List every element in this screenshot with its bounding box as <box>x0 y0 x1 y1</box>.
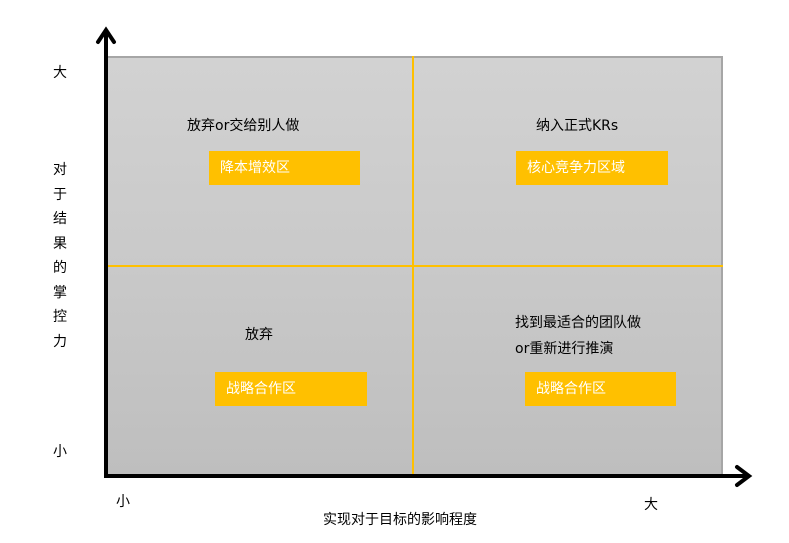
y-axis-title-char: 结 <box>53 211 67 227</box>
quadrant-bottom-right-zone: 战略合作区 <box>525 372 676 406</box>
quadrant-bottom-right-action-line1: 找到最适合的团队做 <box>515 315 641 331</box>
x-axis-high-label: 大 <box>644 497 658 513</box>
y-axis-title: 对 于 结 果 的 掌 控 力 <box>53 158 69 354</box>
quadrant-top-right-zone: 核心竞争力区域 <box>516 151 668 185</box>
y-axis-title-char: 果 <box>53 235 67 252</box>
quadrant-bottom-left-zone: 战略合作区 <box>215 372 367 406</box>
y-axis-arrow-icon <box>96 26 116 478</box>
quadrant-bottom-right-action-line2: or重新进行推演 <box>515 341 614 357</box>
x-axis-arrow-icon <box>104 465 753 487</box>
x-axis-title: 实现对于目标的影响程度 <box>323 512 477 528</box>
y-axis-title-char: 力 <box>53 333 67 350</box>
y-axis-title-char: 对 <box>53 162 67 178</box>
quadrant-bottom-left-action: 放弃 <box>245 327 273 343</box>
y-axis-title-char: 掌 <box>53 284 67 301</box>
quadrant-top-left-zone: 降本增效区 <box>209 151 360 185</box>
y-axis-title-char: 于 <box>53 186 67 203</box>
y-axis-title-char: 控 <box>53 309 67 325</box>
quadrant-top-left-action: 放弃or交给别人做 <box>187 118 300 134</box>
quadrant-top-right-action: 纳入正式KRs <box>536 118 619 134</box>
horizontal-divider <box>107 265 723 267</box>
x-axis-low-label: 小 <box>116 494 130 510</box>
y-axis-title-char: 的 <box>53 260 67 276</box>
y-axis-high-label: 大 <box>53 65 67 81</box>
y-axis-low-label: 小 <box>53 444 67 460</box>
